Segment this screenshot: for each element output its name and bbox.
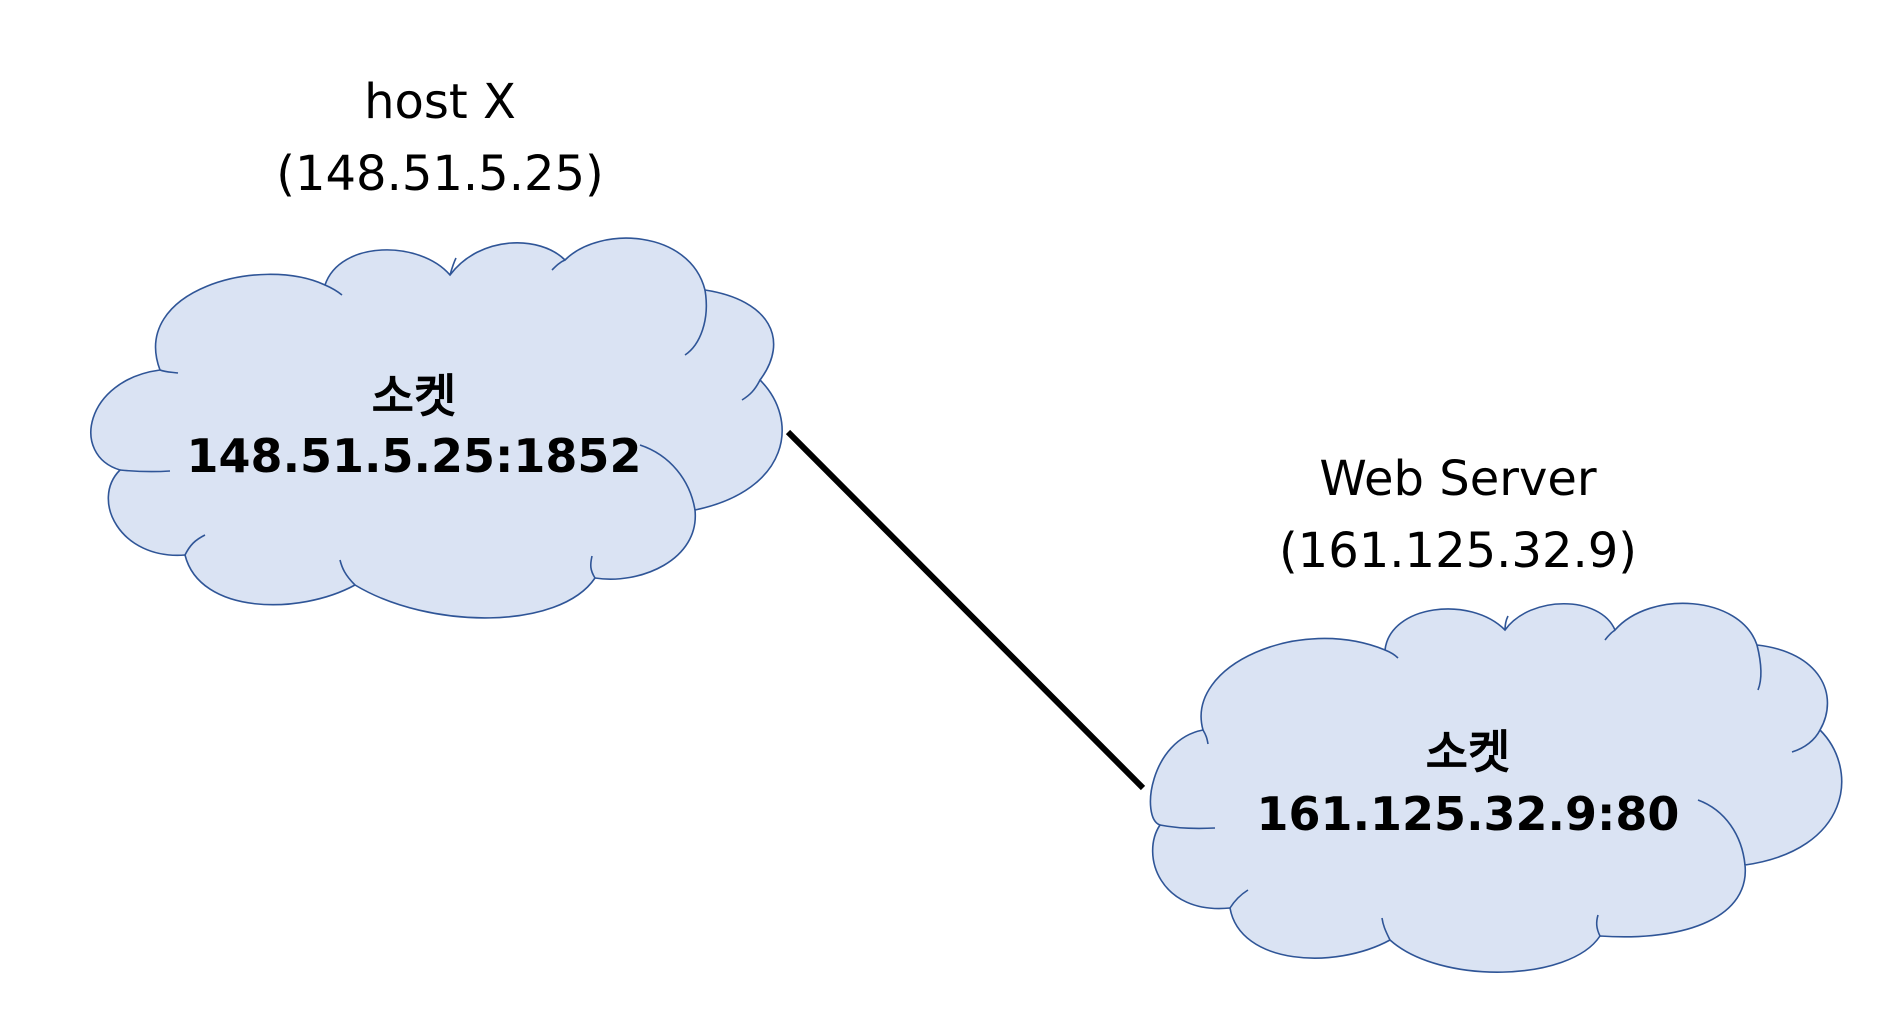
host-x-label: host X (148.51.5.25) xyxy=(276,74,604,202)
web-server-ip: (161.125.32.9) xyxy=(1279,523,1637,579)
web-server-label: Web Server (161.125.32.9) xyxy=(1279,451,1637,579)
host-x-ip: (148.51.5.25) xyxy=(276,146,604,202)
web-server-name: Web Server xyxy=(1319,451,1597,507)
web-server-cloud xyxy=(1149,602,1843,973)
web-server-socket-title: 소켓 xyxy=(1426,725,1511,779)
host-x-name: host X xyxy=(364,74,516,130)
web-server-socket: 소켓 161.125.32.9:80 xyxy=(1257,725,1680,841)
host-x-cloud xyxy=(90,237,783,619)
socket-connection-line xyxy=(785,429,1146,791)
web-server-cloud-shape xyxy=(1149,602,1843,973)
host-x-socket-address: 148.51.5.25:1852 xyxy=(187,429,642,483)
host-x-socket: 소켓 148.51.5.25:1852 xyxy=(187,369,642,483)
host-x-cloud-shape xyxy=(90,237,783,619)
host-x-socket-title: 소켓 xyxy=(372,369,457,423)
web-server-socket-address: 161.125.32.9:80 xyxy=(1257,787,1680,841)
